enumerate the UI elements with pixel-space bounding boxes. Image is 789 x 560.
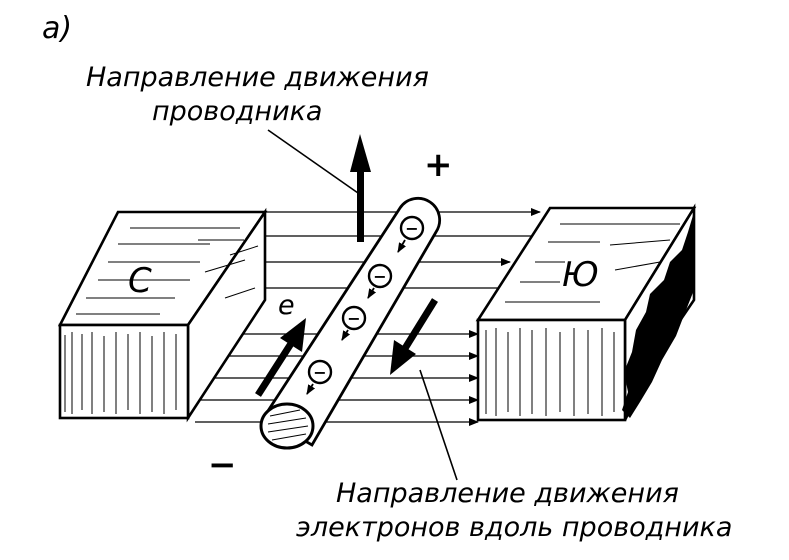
electron: − bbox=[307, 359, 333, 385]
electron-motion-label-line1: Направление движения bbox=[336, 478, 679, 509]
plus-sign: + bbox=[424, 145, 453, 185]
electron-charge: − bbox=[313, 363, 326, 382]
electron: − bbox=[367, 263, 393, 289]
conductor-motion-arrow bbox=[350, 134, 371, 242]
electron: − bbox=[341, 305, 367, 331]
conductor-motion-label-line2: проводника bbox=[152, 96, 322, 127]
electron-charge: − bbox=[405, 219, 418, 238]
electron-charge: − bbox=[373, 267, 386, 286]
south-pole-hatching bbox=[485, 223, 680, 416]
electron: − bbox=[399, 215, 425, 241]
electron-symbol-label: e bbox=[278, 290, 295, 321]
north-pole-label: С bbox=[128, 261, 152, 301]
conductor-motion-label-line1: Направление движения bbox=[86, 62, 429, 93]
electron-motion-label-line2: электронов вдоль проводника bbox=[296, 512, 732, 543]
south-pole-label: Ю bbox=[562, 255, 599, 295]
minus-sign: − bbox=[208, 445, 237, 485]
conductor-end-hatch bbox=[267, 409, 309, 441]
current-direction-arrow bbox=[255, 318, 306, 397]
electron-drift-arrow bbox=[390, 298, 438, 375]
north-pole-hatching bbox=[64, 227, 259, 414]
conductor-label-leader bbox=[267, 129, 359, 194]
electron-charge: − bbox=[347, 309, 360, 328]
south-pole-rough-edge bbox=[622, 212, 694, 418]
electron-label-leader bbox=[419, 369, 458, 481]
electron-direction-ticks bbox=[306, 239, 406, 395]
electrons: − − − − bbox=[306, 215, 425, 395]
north-pole-magnet bbox=[57, 207, 268, 423]
subfigure-label: а) bbox=[42, 11, 72, 46]
